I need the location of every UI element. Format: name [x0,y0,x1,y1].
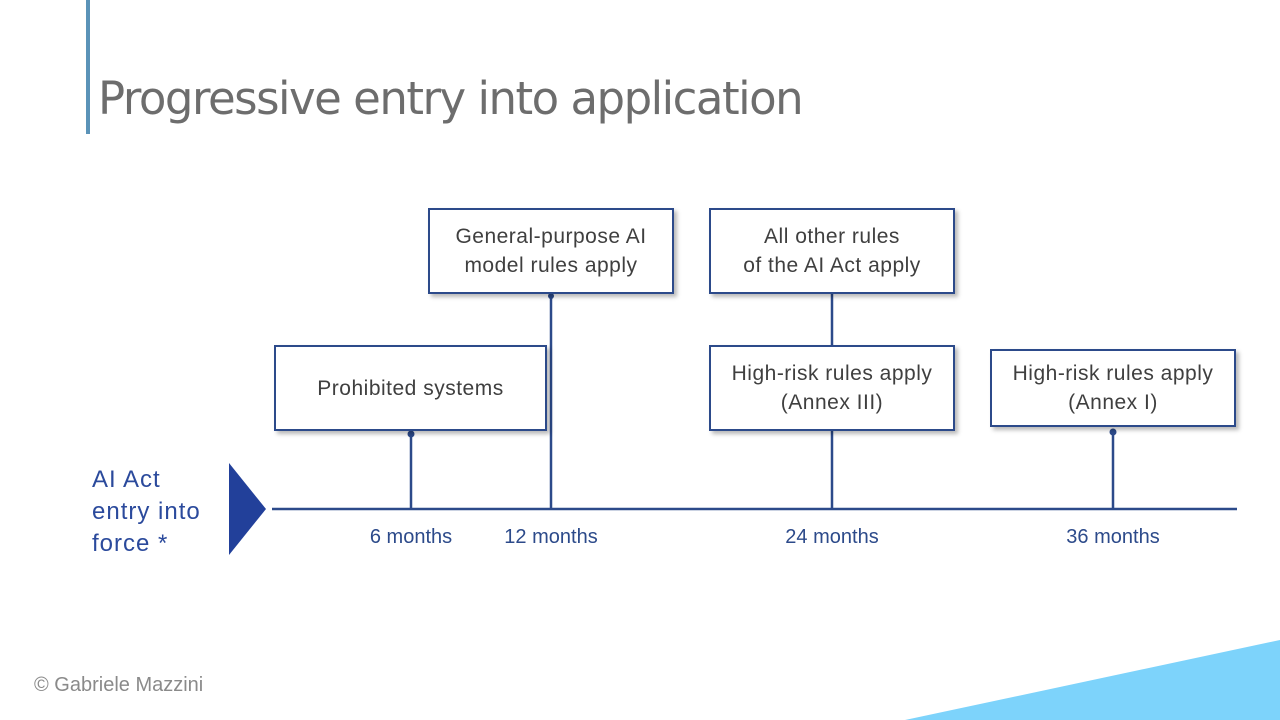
connector-dot-12-months [548,293,554,299]
gpai-rules-label: General-purpose AI model rules apply [455,225,647,277]
connector-dot-36-months [1109,428,1117,436]
entry-into-force-label: AI Act entry into force * [92,466,201,557]
connector-dot-6-months [407,430,415,438]
corner-decoration [905,640,1280,720]
copyright-notice: © Gabriele Mazzini [34,674,204,696]
high-risk-annex-i-box: High-risk rules apply (Annex I) [990,349,1236,427]
high-risk-annex-iii-label: High-risk rules apply (Annex III) [731,362,933,414]
prohibited-systems-box: Prohibited systems [274,345,547,431]
prohibited-systems-label: Prohibited systems [317,376,504,400]
month-label-24: 24 months [785,526,879,548]
page-title: Progressive entry into application [98,72,804,125]
month-label-6: 6 months [369,526,453,548]
start-arrow-icon [229,463,266,555]
month-label-12: 12 months [504,526,598,548]
month-label-36: 36 months [1066,526,1160,548]
high-risk-annex-iii-box: High-risk rules apply (Annex III) [709,345,955,431]
high-risk-annex-i-label: High-risk rules apply (Annex I) [1012,362,1214,414]
other-rules-label: All other rules of the AI Act apply [743,225,921,277]
title-accent-bar [86,0,90,134]
other-rules-box: All other rules of the AI Act apply [709,208,955,294]
gpai-rules-box: General-purpose AI model rules apply [428,208,674,294]
